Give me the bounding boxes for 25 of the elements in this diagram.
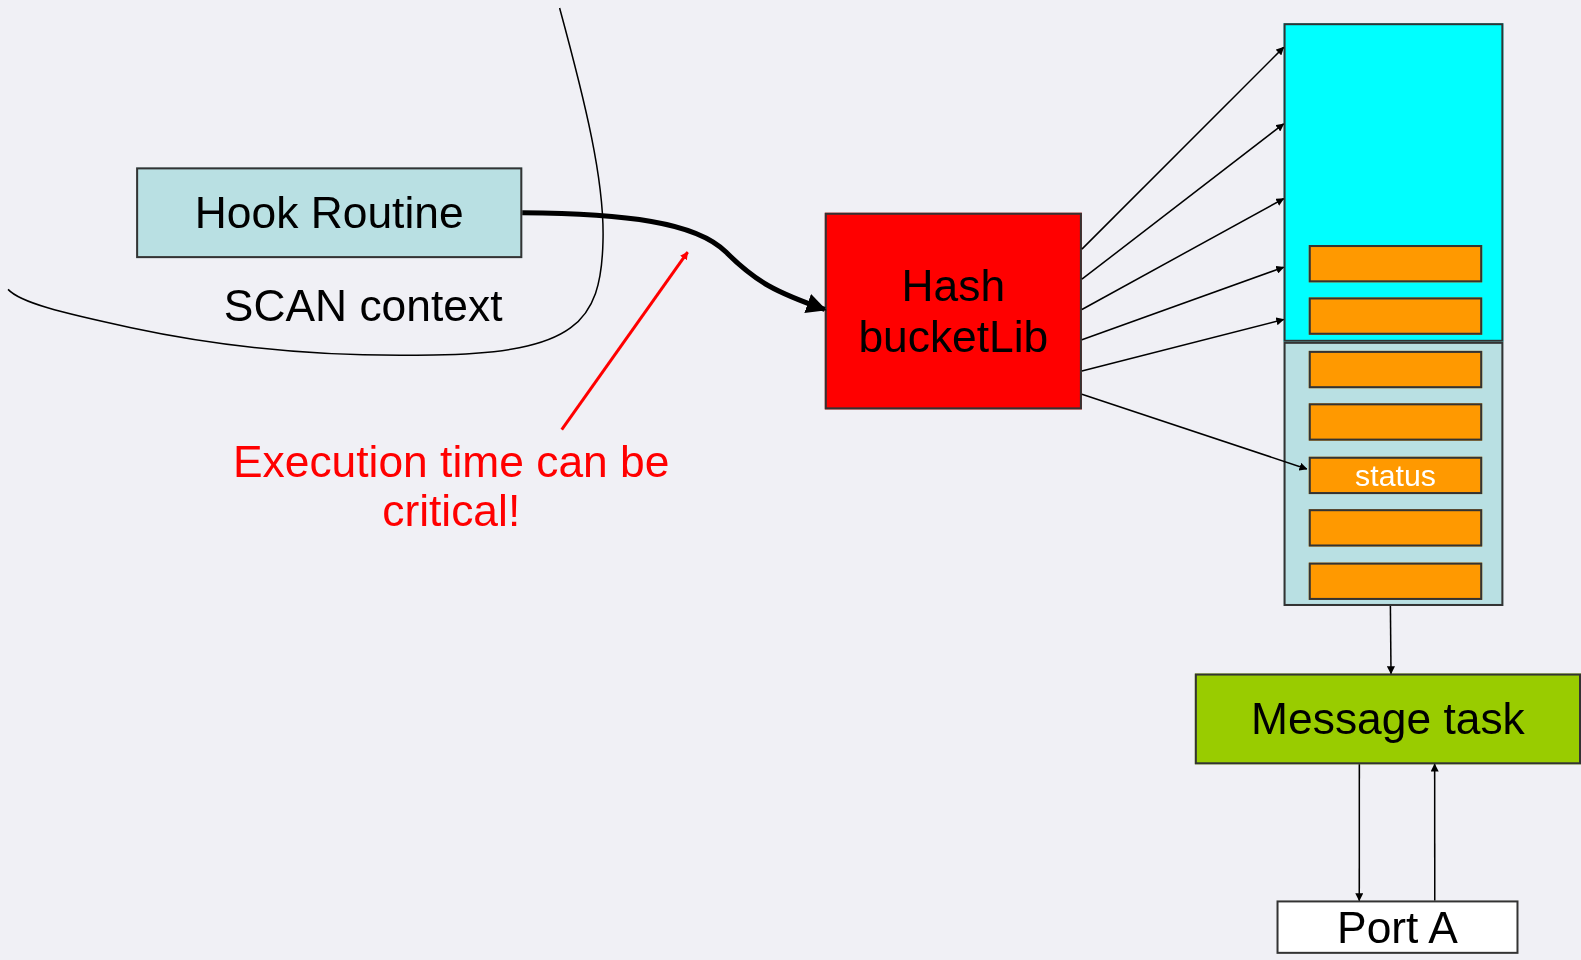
table-panel (1283, 23, 1504, 342)
arrow (1430, 763, 1439, 902)
arrow (1081, 265, 1285, 341)
arrow (1386, 605, 1395, 675)
slot-box: status (1308, 456, 1483, 495)
arrow (1081, 393, 1308, 471)
process-box: Hash bucketLib (824, 212, 1082, 410)
arrow (1355, 763, 1364, 902)
annotation-text: Execution time can be critical! (206, 429, 696, 543)
slot-box (1308, 350, 1483, 389)
leader-arrow (560, 251, 689, 431)
arrow (1081, 46, 1285, 250)
slot-box (1308, 509, 1483, 547)
slot-box (1308, 245, 1483, 283)
arrow (1081, 123, 1285, 280)
arrow (1081, 198, 1285, 311)
process-box: Message task (1194, 673, 1581, 765)
context-label: SCAN context (223, 280, 503, 331)
slot-box (1308, 297, 1483, 335)
port-box: Port A (1276, 900, 1519, 954)
process-box: Hook Routine (136, 167, 523, 259)
slot-box (1308, 403, 1483, 441)
table-panel (1283, 341, 1504, 606)
slot-box (1308, 562, 1483, 600)
arrow (1081, 317, 1285, 372)
